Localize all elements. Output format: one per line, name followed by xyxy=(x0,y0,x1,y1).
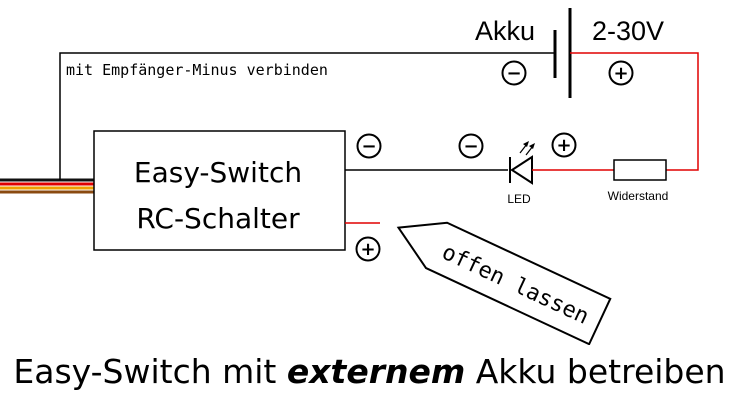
resistor-body xyxy=(613,159,667,181)
switch-box-line1: Easy-Switch xyxy=(134,156,302,189)
led-symbol xyxy=(509,141,535,185)
output-minus-glyph: − xyxy=(361,136,376,157)
led-plus-sign: + xyxy=(551,132,577,158)
wire-note: mit Empfänger-Minus verbinden xyxy=(66,61,328,79)
led-minus-glyph: − xyxy=(463,136,478,157)
caption: Easy-Switch mit externem Akku betreiben xyxy=(0,352,739,391)
battery-label: Akku xyxy=(475,16,535,46)
output-plus-glyph: + xyxy=(360,239,375,260)
caption-after: Akku betreiben xyxy=(465,352,726,391)
receiver-minus-wire xyxy=(59,52,555,180)
battery-symbol xyxy=(553,8,572,98)
switch-box-line2: RC-Schalter xyxy=(136,202,300,235)
output-minus-sign: − xyxy=(356,133,382,159)
caption-before: Easy-Switch mit xyxy=(13,352,287,391)
output-plus-sign: + xyxy=(355,236,381,262)
servo-cable xyxy=(0,178,94,194)
led-arrowhead-1 xyxy=(523,141,529,147)
led-plus-glyph: + xyxy=(556,135,571,156)
battery-plus-wire xyxy=(570,52,699,171)
switch-box xyxy=(93,130,346,251)
led-arrowhead-2 xyxy=(529,143,535,149)
open-tag: offen lassen xyxy=(396,221,612,345)
battery-minus-glyph: − xyxy=(506,63,521,84)
open-tag-shape xyxy=(396,221,612,345)
led-triangle xyxy=(510,155,533,185)
battery-plus-sign: + xyxy=(608,60,634,86)
battery-minus-sign: − xyxy=(501,60,527,86)
battery-voltage: 2-30V xyxy=(592,16,664,46)
battery-plus-glyph: + xyxy=(613,63,628,84)
resistor-label: Widerstand xyxy=(608,189,669,203)
led-label: LED xyxy=(507,192,531,206)
wiring-diagram: Akku 2-30V − + mit Empfänger-Minus verbi… xyxy=(0,8,699,345)
caption-emphasis: externem xyxy=(286,352,466,391)
led-minus-sign: − xyxy=(458,133,484,159)
